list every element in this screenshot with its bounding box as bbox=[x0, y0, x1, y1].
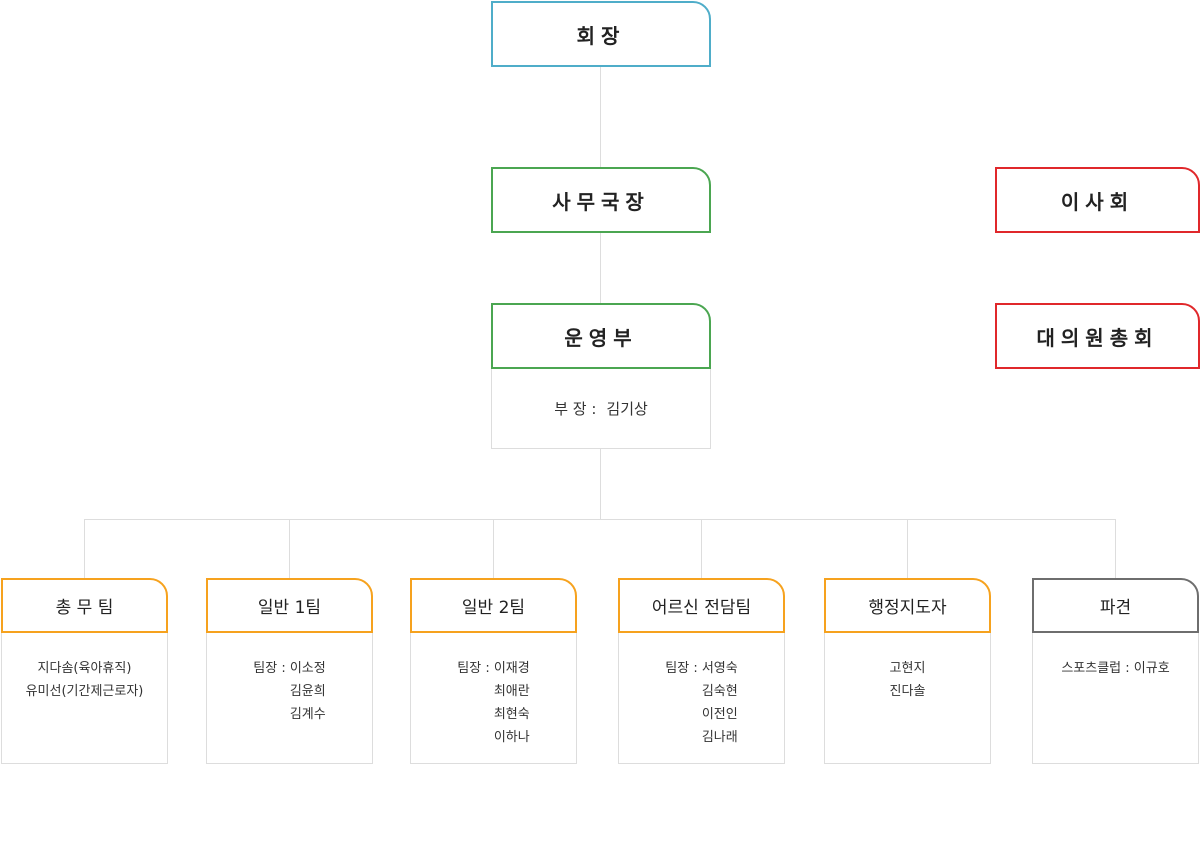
team-node-admin-instructors: 행정지도자 bbox=[824, 578, 991, 633]
chairman-node: 회장 bbox=[491, 1, 711, 67]
team-name: 행정지도자 bbox=[868, 598, 947, 618]
team-member: 최애란 bbox=[493, 684, 530, 699]
chairman-label: 회장 bbox=[576, 23, 626, 48]
operations-node: 운영부 bbox=[491, 303, 711, 369]
team-name: 일반 1팀 bbox=[257, 598, 322, 618]
team-node-general-affairs: 총 무 팀 bbox=[1, 578, 168, 633]
board-label: 이사회 bbox=[1060, 189, 1135, 214]
team-member: 유미선(기간제근로자) bbox=[25, 684, 144, 699]
assembly-node: 대의원총회 bbox=[995, 303, 1200, 369]
connector-chairman-secretary bbox=[600, 66, 601, 168]
secretary-general-node: 사무국장 bbox=[491, 167, 711, 233]
team-name: 총 무 팀 bbox=[55, 598, 114, 618]
team-member: 이전인 bbox=[701, 707, 738, 722]
team-panel-general-affairs: 지다솜(육아휴직) 유미선(기간제근로자) bbox=[1, 633, 168, 764]
team-member: 이하나 bbox=[493, 730, 530, 745]
team-member: 김숙현 bbox=[701, 684, 738, 699]
connector-team-drop bbox=[907, 519, 908, 579]
connector-team-drop bbox=[493, 519, 494, 579]
board-node: 이사회 bbox=[995, 167, 1200, 233]
team-member: 최현숙 bbox=[493, 707, 530, 722]
team-panel-general-2: 팀장 : 이재경 최애란 최현숙 이하나 bbox=[410, 633, 577, 764]
team-panel-general-1: 팀장 : 이소정 김윤희 김계수 bbox=[206, 633, 373, 764]
team-node-seniors: 어르신 전담팀 bbox=[618, 578, 785, 633]
operations-head-panel: 부 장 : 김기상 bbox=[491, 369, 711, 449]
operations-head-title: 부 장 : bbox=[554, 400, 597, 418]
connector-team-bus bbox=[84, 519, 1116, 520]
operations-label: 운영부 bbox=[564, 325, 638, 350]
connector-team-drop bbox=[701, 519, 702, 579]
team-member: 스포츠클럽 : 이규호 bbox=[1061, 661, 1170, 676]
team-member: 지다솜(육아휴직) bbox=[37, 661, 132, 676]
team-name: 일반 2팀 bbox=[461, 598, 526, 618]
connector-team-drop bbox=[289, 519, 290, 579]
team-panel-seniors: 팀장 : 서영숙 김숙현 이전인 김나래 bbox=[618, 633, 785, 764]
team-member: 팀장 : 이재경 bbox=[457, 661, 530, 676]
team-panel-admin-instructors: 고현지 진다솔 bbox=[824, 633, 991, 764]
team-member: 김계수 bbox=[289, 707, 326, 722]
connector-operations-teams bbox=[600, 448, 601, 519]
team-panel-dispatch: 스포츠클럽 : 이규호 bbox=[1032, 633, 1199, 764]
team-name: 파견 bbox=[1099, 598, 1132, 618]
team-member: 김나래 bbox=[701, 730, 738, 745]
team-name: 어르신 전담팀 bbox=[651, 598, 752, 618]
team-member: 팀장 : 이소정 bbox=[253, 661, 326, 676]
connector-secretary-operations bbox=[600, 232, 601, 304]
operations-head-name: 김기상 bbox=[606, 400, 648, 418]
team-member: 진다솔 bbox=[889, 684, 926, 699]
connector-team-drop bbox=[1115, 519, 1116, 579]
team-member: 고현지 bbox=[889, 661, 926, 676]
team-node-general-2: 일반 2팀 bbox=[410, 578, 577, 633]
team-member: 김윤희 bbox=[289, 684, 326, 699]
team-node-general-1: 일반 1팀 bbox=[206, 578, 373, 633]
assembly-label: 대의원총회 bbox=[1036, 325, 1159, 350]
team-member: 팀장 : 서영숙 bbox=[665, 661, 738, 676]
secretary-general-label: 사무국장 bbox=[552, 189, 650, 214]
connector-team-drop bbox=[84, 519, 85, 579]
team-node-dispatch: 파견 bbox=[1032, 578, 1199, 633]
